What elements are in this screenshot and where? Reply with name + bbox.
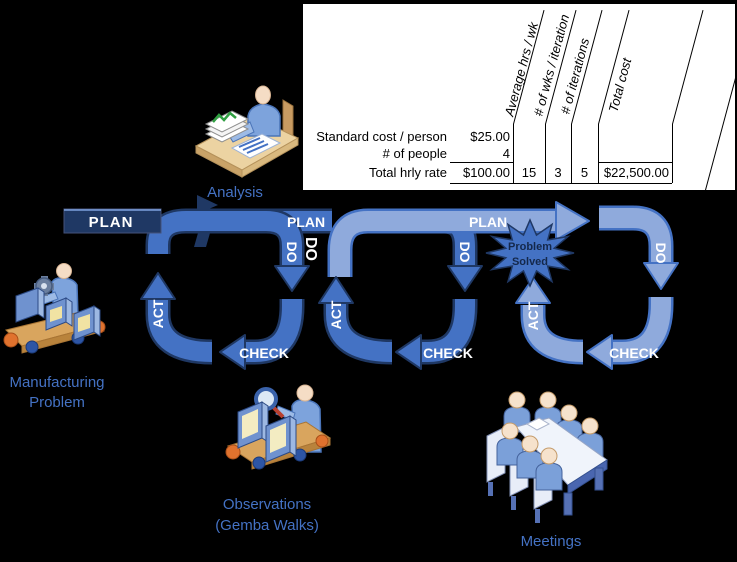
row-label-num-people: # of people [382, 146, 447, 161]
check-arrow [245, 299, 302, 362]
bin [15, 287, 45, 323]
cell-avg-hrs-wk: 15 [521, 165, 537, 180]
manufacturing-caption-line2: Problem [29, 394, 85, 411]
cost-table: Average hrs / wk # of wks / iteration # … [303, 4, 737, 191]
cell-num-people-value: 4 [502, 146, 510, 161]
analysis-caption: Analysis [207, 184, 263, 201]
conveyor-front [251, 437, 331, 470]
wheel [252, 456, 266, 470]
loop1-plan-label: PLAN [287, 214, 325, 230]
act-arrow [148, 299, 213, 362]
starburst-line2: Solved [512, 256, 548, 268]
do-arrowhead [274, 265, 310, 292]
loop3-do-label: DO [653, 243, 669, 264]
roller [225, 444, 241, 460]
plan-arrowhead [555, 201, 590, 241]
plan-banner-label: PLAN [89, 214, 134, 231]
do-arrowhead [643, 262, 679, 290]
table-leg [594, 467, 604, 491]
row-label-total-hrly-rate: Total hrly rate [368, 165, 447, 180]
col-header-total-cost: Total cost [605, 56, 635, 114]
loop2-do-label: DO [457, 242, 473, 263]
problem-solved-starburst: Problem Solved [485, 218, 575, 288]
do-arrow [265, 211, 302, 268]
inspector-with-magnifying-glass-conveyor-icon [225, 384, 332, 470]
act-arrow [523, 305, 584, 362]
cell-standard-cost-value: $25.00 [470, 129, 510, 144]
document-on-desk [230, 133, 282, 159]
loop3-check-label: CHECK [609, 345, 659, 361]
act-arrowhead [318, 276, 354, 304]
paper-stack [204, 110, 250, 143]
check-arrowhead [219, 334, 246, 370]
bin [45, 297, 73, 331]
person-head [56, 263, 72, 279]
bin [73, 305, 101, 341]
inspection-box [265, 415, 297, 463]
check-arrow [612, 297, 671, 362]
manufacturing-caption-line1: Manufacturing [9, 374, 104, 391]
act-arrow [326, 303, 393, 362]
row-label-standard-cost: Standard cost / person [316, 129, 447, 144]
loop3-act-label: ACT [525, 301, 541, 330]
act-arrowhead [140, 272, 176, 300]
wheel [25, 340, 39, 354]
pdca-loop-2 [318, 201, 590, 370]
desk-side [195, 145, 243, 178]
check-arrow [421, 299, 475, 362]
cell-total-cost: $22,500.00 [603, 165, 669, 180]
roller [315, 434, 329, 448]
loop2-act-label: ACT [328, 300, 344, 329]
check-arrowhead [586, 334, 613, 370]
starburst-shape [485, 218, 575, 288]
worker-at-conveyor-with-gear-icon [3, 263, 106, 354]
paper-on-table [525, 417, 551, 431]
plan-do-arrow [599, 208, 671, 265]
plan-banner [63, 208, 162, 234]
observations-caption-line2: (Gemba Walks) [215, 517, 319, 534]
cell-iterations: 5 [580, 165, 589, 180]
loop2-check-label: CHECK [423, 345, 473, 361]
roller [3, 332, 19, 348]
table-leg [563, 492, 573, 516]
check-arrowhead [395, 334, 422, 370]
person-head [255, 85, 271, 105]
starburst-line1: Problem [508, 241, 552, 253]
green-chart-line [212, 111, 237, 123]
act-arrowhead [515, 277, 551, 304]
person-at-desk-with-reports-icon [194, 85, 300, 178]
plan-arrow [148, 211, 332, 254]
meetings-caption: Meetings [521, 533, 582, 550]
pdca-loop-3 [515, 205, 679, 370]
loop1-check-label: CHECK [239, 345, 289, 361]
pdca-loop-1 [140, 208, 332, 370]
loop1-do-label: DO [284, 242, 300, 263]
connector-stem [194, 233, 210, 247]
loop1-act-label: ACT [150, 299, 166, 328]
front-row-people [496, 422, 563, 491]
person-head [296, 384, 314, 402]
observations-caption-line1: Observations [223, 496, 311, 513]
plan-banner-box [63, 208, 162, 234]
people-around-conference-table-icon [486, 391, 608, 523]
plan-arrow [330, 211, 556, 277]
loop2-plan-label: PLAN [469, 214, 507, 230]
cell-wks-per-iteration: 3 [554, 165, 562, 180]
cell-total-hrly-rate: $100.00 [463, 165, 510, 180]
inspection-box [237, 401, 269, 449]
loop2-stray-do-label: DO [302, 237, 319, 261]
do-arrowhead [447, 265, 483, 292]
